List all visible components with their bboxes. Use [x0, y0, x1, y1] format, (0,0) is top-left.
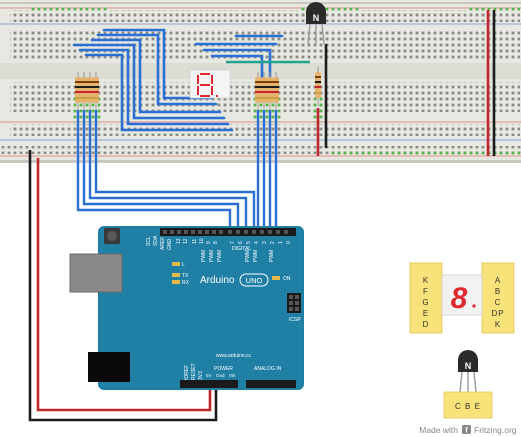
digital-label: DIGITAL — [232, 246, 251, 252]
digital-pin-labels: SCL SDA AREF GND 13 12 11 10 9 8 7 6 5 4… — [146, 235, 292, 250]
pwm-label: PWM — [253, 250, 259, 262]
pin-label: 12 — [183, 238, 189, 244]
model-text: UNO — [246, 276, 263, 285]
pin-label: 7 — [230, 241, 236, 244]
pin-label: Gnd — [216, 373, 225, 378]
power-label: POWER — [214, 366, 233, 372]
pwm-label: PWM — [269, 250, 275, 262]
wire-e — [96, 33, 218, 106]
pin-label: 3V3 — [198, 371, 204, 380]
pwm-label: PWM — [209, 250, 215, 262]
brand-text: Arduino — [200, 275, 235, 286]
icsp-label: ICSP — [289, 317, 301, 323]
signal-wires — [76, 110, 278, 232]
power-header — [180, 380, 238, 388]
pin-label: SDA — [153, 235, 159, 246]
legend-left-pin: K — [423, 276, 429, 285]
resistor — [75, 72, 81, 110]
fritzing-logo-icon: f — [462, 425, 471, 435]
wire-c — [84, 53, 234, 132]
pin-label: 2 — [270, 241, 276, 244]
legend-left-pin: D — [423, 320, 430, 329]
pin-label: 8 — [213, 241, 219, 244]
pwm-labels: PWM PWM PWM PWM PWM PWM — [201, 250, 275, 262]
usb-connector — [69, 253, 123, 293]
resistor — [87, 72, 93, 110]
pin-label: 6 — [238, 241, 244, 244]
legend-right-pin: K — [495, 320, 501, 329]
footer-made-with: Made with — [419, 425, 458, 435]
red-wire — [36, 158, 212, 412]
resistor — [93, 72, 99, 110]
tx-label: TX — [182, 273, 189, 279]
resistor — [81, 72, 87, 110]
rx-label: RX — [182, 280, 190, 286]
resistor-group-middle — [255, 72, 279, 110]
pin-label: 5V — [206, 373, 212, 378]
legend-transistor-symbol: N — [465, 361, 472, 371]
resistor — [315, 66, 321, 106]
legend-digit: 8 — [451, 282, 468, 315]
power-jack — [88, 352, 130, 382]
resistor-group-left — [75, 72, 99, 110]
pin-label: RESET — [191, 363, 197, 380]
legend-transistor-pins: C B E — [455, 402, 481, 411]
seven-segment-display — [189, 69, 231, 99]
transistor-legend: N C B E — [443, 350, 493, 419]
svg-text:f: f — [465, 428, 468, 435]
legend-left-pin: G — [422, 298, 429, 307]
pin-label: 13 — [176, 238, 182, 244]
pin-label: AREF — [160, 237, 166, 250]
wire-a — [72, 43, 226, 120]
resistor — [273, 72, 279, 110]
pin-label: IOREF — [184, 365, 190, 380]
on-label: ON — [283, 276, 291, 282]
pin-label: 5 — [246, 241, 252, 244]
website-text: www.arduino.cc — [216, 353, 252, 359]
pin-label: 9 — [206, 241, 212, 244]
legend-right-pin: B — [495, 287, 501, 296]
l-label: L — [182, 262, 185, 268]
transistor-breadboard: N — [306, 2, 326, 45]
footer-brand: Fritzing.org — [474, 425, 517, 435]
resistor — [267, 72, 273, 110]
legend-left-pin: F — [423, 287, 429, 296]
pin-label: GND — [167, 239, 173, 251]
resistor — [255, 72, 261, 110]
wire-b — [78, 48, 230, 126]
analog-label: ANALOG IN — [254, 366, 282, 372]
wire-d — [90, 38, 222, 114]
pin-label: 10 — [199, 238, 205, 244]
legend-left-pin: E — [423, 309, 429, 318]
legend-right-pin: DP — [491, 309, 504, 318]
resistor — [261, 72, 267, 110]
pwm-label: PWM — [217, 250, 223, 262]
legend-right-pin: A — [495, 276, 501, 285]
pin-label: 3 — [262, 241, 268, 244]
breadboard-wires — [72, 28, 284, 132]
pin-label: 1 — [278, 241, 284, 244]
analog-header — [246, 380, 296, 388]
transistor-label: N — [313, 13, 320, 23]
power-pin-labels: IOREF RESET 3V3 — [184, 363, 204, 380]
legend-right-pin: C — [495, 298, 502, 307]
arduino-uno: SCL SDA AREF GND 13 12 11 10 9 8 7 6 5 4… — [69, 226, 304, 390]
black-wire — [28, 150, 218, 422]
wire-f — [102, 28, 214, 100]
pin-label: 4 — [254, 241, 260, 244]
fritzing-footer: Made with f Fritzing.org — [419, 425, 517, 435]
pwm-label: PWM — [245, 250, 251, 262]
pwm-label: PWM — [201, 250, 207, 262]
pin-label: 11 — [192, 239, 198, 244]
pin-label: SCL — [146, 236, 152, 246]
pin-label: Vin — [229, 373, 236, 378]
seven-segment-legend: 8 K F G E D A B C DP K — [409, 262, 515, 334]
pin-label: 0 — [286, 241, 292, 244]
